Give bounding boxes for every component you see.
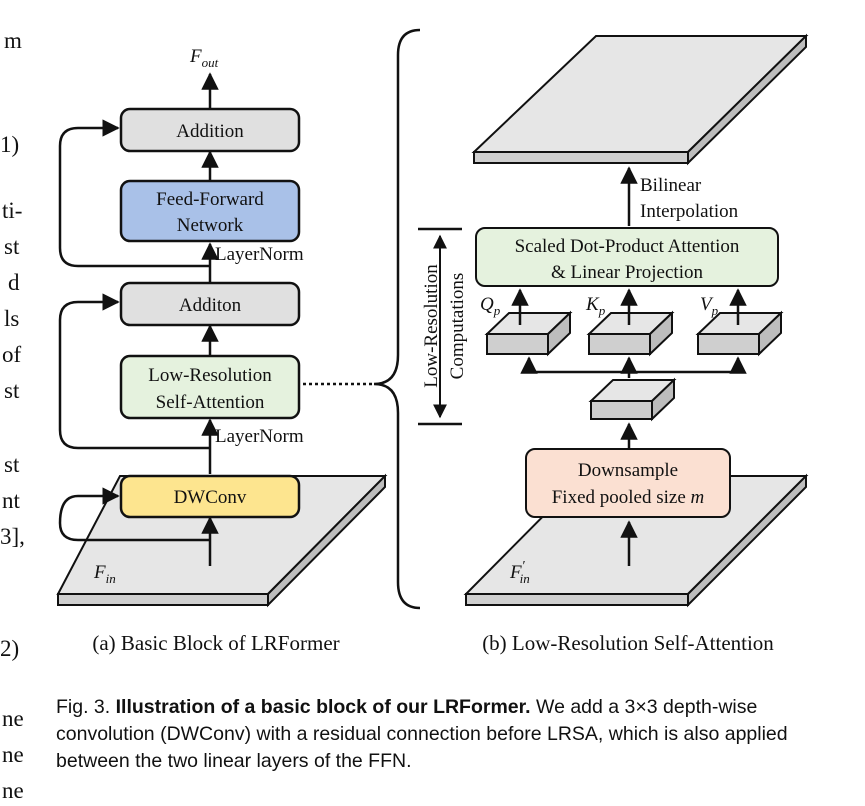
v-cube	[695, 310, 784, 357]
attention-label-line2: & Linear Projection	[551, 262, 703, 283]
bilinear-line2: Interpolation	[640, 201, 739, 222]
fragment-text: m	[4, 28, 22, 53]
fragment-text: st	[4, 378, 20, 403]
architecture-diagram: Fin Addition Feed-Forward Network LayerN…	[56, 28, 809, 655]
v-label: Vp	[700, 294, 719, 318]
downsample-label-line1: Downsample	[578, 460, 678, 481]
fragment-text: 3],	[0, 524, 25, 549]
addition-top-box	[119, 107, 301, 153]
input-label-b: F′in	[509, 559, 530, 586]
downsample-label-line2: Fixed pooled size m	[552, 487, 705, 508]
layernorm-bottom-label: LayerNorm	[215, 426, 304, 447]
residual-dwconv	[58, 487, 210, 542]
fragment-text: ls	[4, 306, 20, 331]
subcaption-a: (a) Basic Block of LRFormer	[92, 631, 339, 655]
output-label-a: Fout	[189, 46, 219, 70]
fragment-text: st	[4, 234, 20, 259]
addition-top-label: Addition	[176, 121, 244, 142]
downsample-box	[525, 448, 731, 518]
curly-brace	[373, 28, 421, 610]
plane-side-face	[687, 33, 807, 166]
output-plane-b	[471, 33, 809, 166]
panel-b: Bilinear Interpolation Scaled Dot-Produc…	[418, 33, 809, 655]
caption-bold: Illustration of a basic block of our LRF…	[115, 696, 531, 718]
q-cube	[484, 310, 573, 357]
lrsa-label-line2: Self-Attention	[156, 392, 265, 413]
plane-front-face	[465, 593, 689, 606]
fragment-text: 1)	[0, 132, 20, 157]
split-connector	[520, 356, 747, 374]
lowres-label-line2: Computations	[447, 273, 468, 380]
pooled-cube	[588, 377, 677, 422]
ffn-label-line2: Network	[177, 215, 244, 236]
layernorm-top-label: LayerNorm	[215, 244, 304, 265]
plane-front-face	[473, 151, 689, 164]
lowres-label-line1: Low-Resolution	[421, 264, 442, 388]
dwconv-box	[119, 474, 301, 519]
plane-front-face	[57, 593, 269, 606]
fragment-text: ti-	[2, 198, 23, 223]
fragment-text: of	[2, 342, 22, 367]
k-cube	[586, 310, 675, 357]
fragment-text: st	[4, 452, 20, 477]
fragment-text: nt	[2, 488, 20, 513]
fragment-text: 2)	[0, 636, 20, 661]
ffn-label-line1: Feed-Forward	[156, 189, 264, 210]
panel-a: Fin Addition Feed-Forward Network LayerN…	[56, 46, 388, 655]
q-label: Qp	[480, 294, 501, 318]
ffn-box	[119, 179, 301, 243]
attention-label-line1: Scaled Dot-Product Attention	[515, 236, 740, 257]
attention-box	[475, 227, 779, 287]
addition-mid-box	[119, 281, 301, 327]
residual-ffn	[58, 119, 210, 268]
fragment-text: ne	[2, 778, 24, 803]
lrsa-label-line1: Low-Resolution	[148, 365, 272, 386]
fragment-text: ne	[2, 706, 24, 731]
input-label-a: Fin	[93, 562, 116, 586]
fragment-text: d	[8, 270, 20, 295]
caption-rest: We add a 3×3 depth-wise convolution (DWC…	[56, 696, 788, 772]
addition-mid-label: Additon	[179, 295, 242, 316]
plane-side-face	[687, 473, 807, 608]
caption-prefix: Fig. 3.	[56, 696, 116, 718]
subcaption-b: (b) Low-Resolution Self-Attention	[482, 631, 774, 655]
figure-caption: Fig. 3. Illustration of a basic block of…	[56, 694, 816, 775]
k-label: Kp	[585, 294, 606, 318]
fragment-text: ne	[2, 742, 24, 767]
plane-side-face	[267, 473, 386, 608]
residual-lrsa	[58, 293, 210, 450]
dwconv-label: DWConv	[174, 487, 247, 508]
lrsa-box	[119, 354, 301, 420]
bilinear-line1: Bilinear	[640, 175, 702, 196]
